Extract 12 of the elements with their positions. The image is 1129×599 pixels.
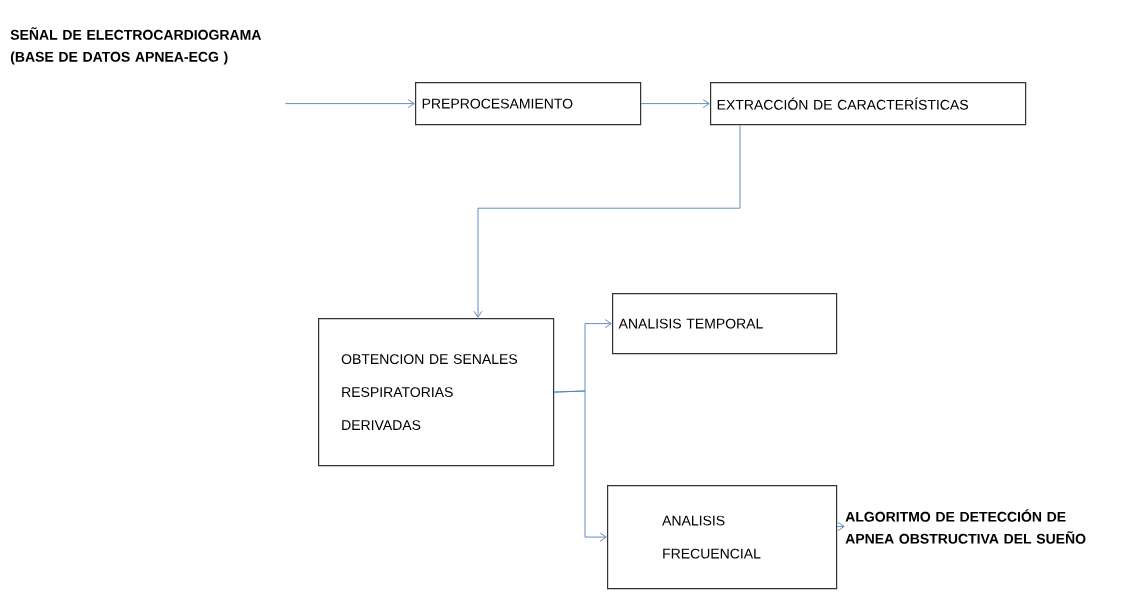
arrow — [284, 99, 415, 109]
label-text: SEÑAL DE ELECTROCARDIOGRAMA (BASE DE DATOS APNEA-ECG ) — [10, 27, 262, 65]
process-box: OBTENCION DE SENALES RESPIRATORIAS DERIVADAS — [318, 318, 555, 467]
arrow — [836, 522, 845, 531]
process-box: ANALISIS TEMPORAL — [612, 293, 838, 355]
process-box: PREPROCESAMIENTO — [415, 82, 642, 126]
arrow — [473, 124, 741, 318]
process-box: ANALISIS FRECUENCIAL — [607, 485, 838, 590]
arrow — [553, 390, 607, 542]
arrow — [640, 99, 710, 109]
label-text: ALGORITMO DE DETECCIÓN DE APNEA OBSTRUCTIVA DEL SUEÑO — [845, 509, 1086, 544]
process-box: EXTRACCIÓN DE CARACTERÍSTICAS — [710, 82, 1027, 126]
